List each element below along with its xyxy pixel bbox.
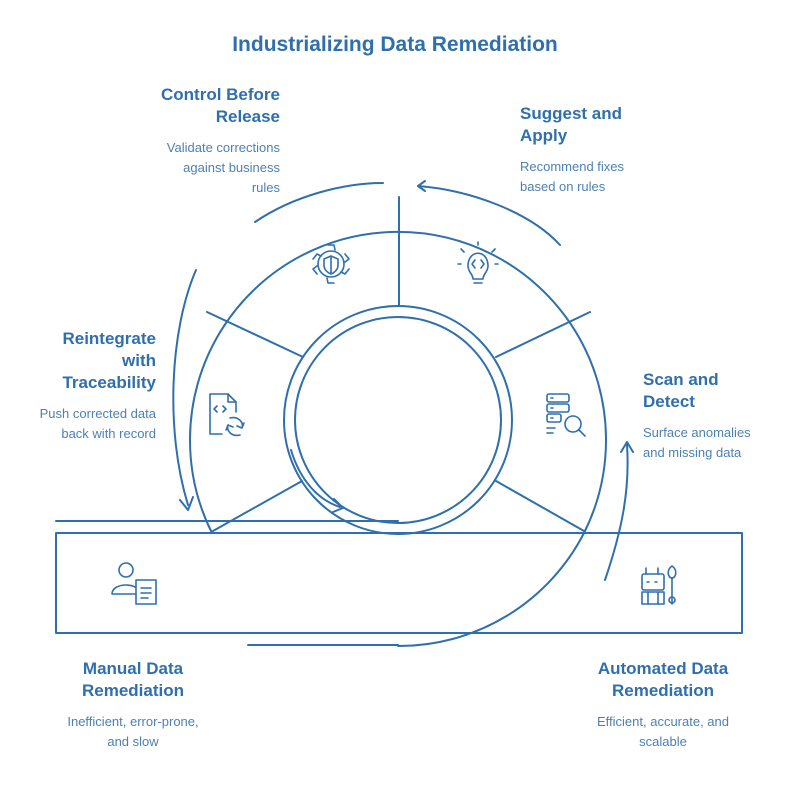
step-control-heading: Control Before Release [161,85,280,126]
arrow-top [254,182,384,223]
inner-ring [283,305,513,535]
arrow-left [172,269,197,506]
arrow-inner-head [332,498,344,513]
person-document-icon [111,562,157,605]
automated-remediation-heading: Automated Data Remediation [597,659,729,700]
inner-ring-double [294,316,502,524]
step-suggest-description: Recommend fixes based on rules [520,159,625,194]
gear-shield-icon [312,244,350,284]
manual-remediation-description: Inefficient, error-prone, and slow [67,714,199,749]
outer-ring-spiral [397,532,585,648]
manual-remediation-heading: Manual Data Remediation [81,659,185,700]
step-suggest-heading: Suggest and Apply [520,104,623,145]
step-control-description: Validate corrections against business ru… [166,140,280,195]
arrow-top-tail [417,185,561,246]
process-band [55,532,743,634]
arrow-left-head [179,496,194,511]
step-reintegrate-heading: Reintegrate with Traceability [62,329,156,392]
divider-lower-left [212,480,303,532]
step-scan-heading: Scan and Detect [643,370,719,411]
divider-lower-right [495,480,585,532]
robot-wrench-icon [641,565,677,605]
page-title: Industrializing Data Remediation [232,33,558,56]
arrow-right-head [620,441,634,453]
arrow-right [604,444,629,581]
step-reintegrate-description: Push corrected data back with record [39,406,156,441]
database-search-icon [546,393,586,437]
file-sync-icon [209,393,245,437]
arrow-inner [290,449,341,508]
divider-upper-left [206,311,304,358]
lightbulb-code-icon [457,241,499,284]
automated-remediation-description: Efficient, accurate, and scalable [596,714,729,749]
divider-upper-right [495,311,591,358]
step-scan-description: Surface anomalies and missing data [643,425,751,460]
